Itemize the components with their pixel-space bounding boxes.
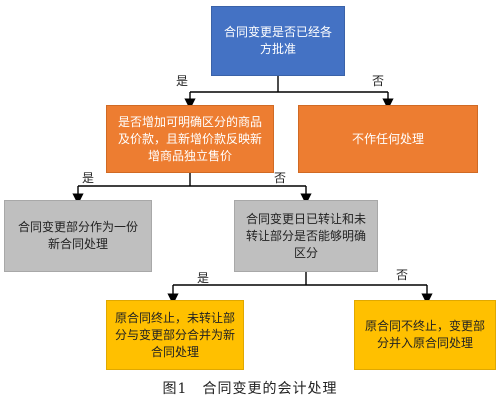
connector-q2	[72, 173, 312, 205]
node-merge-contract-text: 原合同不终止，变更部分并入原合同处理	[364, 319, 485, 350]
node-separable-question-text: 合同变更日已转让和未转让部分是否能够明确区分	[245, 211, 366, 260]
node-distinct-goods-question: 是否增加可明确区分的商品及价款，且新增价款反映新增商品独立售价	[106, 105, 274, 173]
node-no-action: 不作任何处理	[298, 105, 478, 173]
node-distinct-goods-question-text: 是否增加可明确区分的商品及价款，且新增价款反映新增商品独立售价	[117, 114, 262, 163]
node-approval-question-text: 合同变更是否已经各方批准	[223, 25, 332, 56]
node-separable-question: 合同变更日已转让和未转让部分是否能够明确区分	[234, 200, 378, 272]
edge-label-q3-yes: 是	[197, 271, 210, 285]
edge-label-root-no: 否	[372, 74, 385, 88]
node-approval-question: 合同变更是否已经各方批准	[211, 6, 345, 76]
node-new-contract-text: 合同变更部分作为一份新合同处理	[17, 220, 138, 251]
edge-label-q2-yes: 是	[82, 171, 95, 185]
node-no-action-text: 不作任何处理	[351, 131, 424, 146]
figure-caption: 图1 合同变更的会计处理	[162, 381, 338, 397]
edge-label-q3-no: 否	[396, 268, 409, 282]
connector-root	[184, 76, 394, 110]
node-new-contract: 合同变更部分作为一份新合同处理	[4, 200, 152, 272]
connector-q3	[167, 272, 433, 305]
node-terminate-contract: 原合同终止，未转让部分与变更部分合并为新合同处理	[106, 300, 244, 370]
node-merge-contract: 原合同不终止，变更部分并入原合同处理	[354, 300, 496, 370]
node-terminate-contract-text: 原合同终止，未转让部分与变更部分合并为新合同处理	[115, 310, 236, 359]
edge-label-q2-no: 否	[274, 171, 287, 185]
edge-label-root-yes: 是	[176, 74, 189, 88]
